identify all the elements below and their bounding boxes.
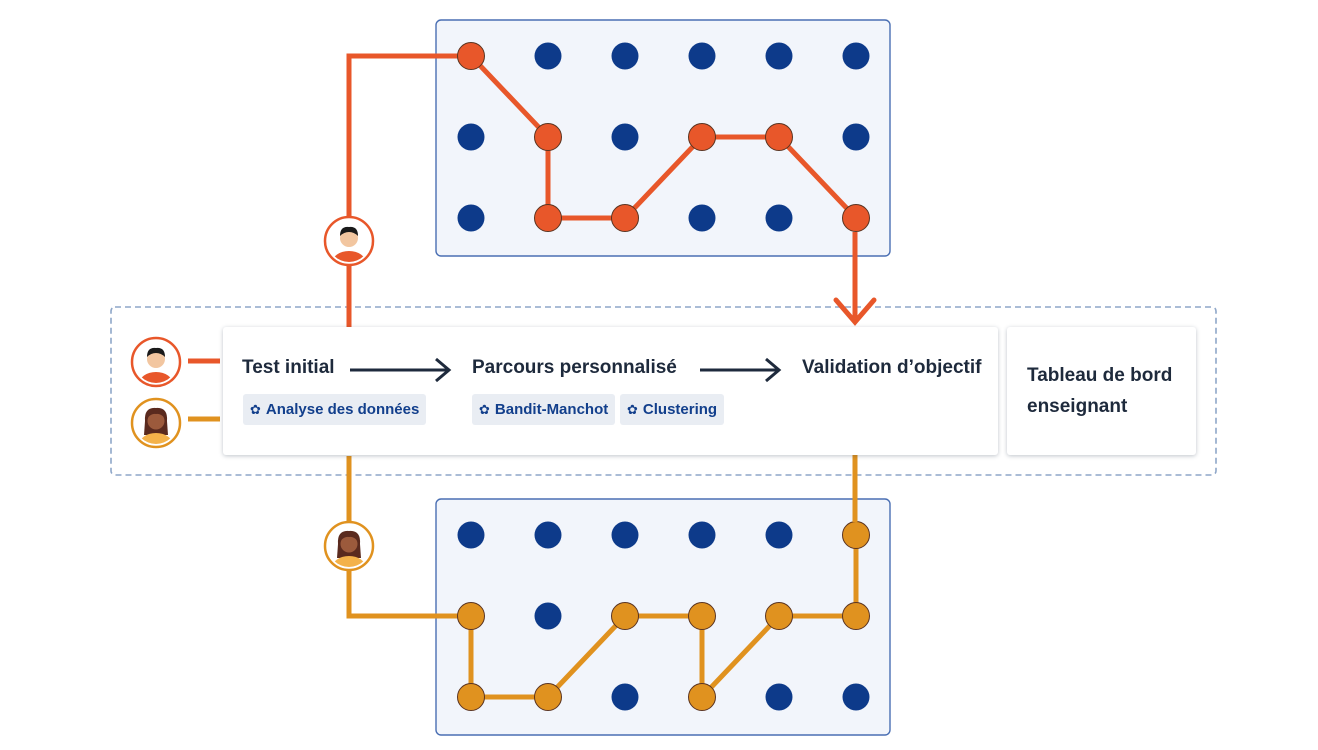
- tag-label: Bandit-Manchot: [494, 401, 609, 418]
- dashboard-title-line-1: Tableau de bord: [1027, 365, 1173, 386]
- student-b-route: [188, 416, 471, 619]
- bottom-grid-dots: [457, 521, 870, 711]
- platform-frame: [110, 306, 1217, 476]
- bottom-grid-dot-r0-c1: [534, 521, 562, 549]
- dashboard-card: [1007, 327, 1196, 455]
- step-test-initial: Test initial: [242, 357, 335, 378]
- student-b-route-avatar: [323, 520, 375, 572]
- top-grid-dot-r0-c1: [534, 42, 562, 70]
- bottom-grid-dot-r2-c5: [842, 683, 870, 711]
- step-validation-objectif: Validation d’objectif: [802, 357, 982, 378]
- top-grid-dot-r1-c0: [457, 123, 485, 151]
- top-grid-dot-r0-c0-visited: [457, 42, 485, 70]
- bottom-grid-dot-r1-c4-visited: [765, 602, 793, 630]
- top-grid-dot-r2-c0: [457, 204, 485, 232]
- bottom-grid-dot-r1-c2-visited: [611, 602, 639, 630]
- top-grid-dot-r2-c4: [765, 204, 793, 232]
- bottom-grid-dot-r2-c0-visited: [457, 683, 485, 711]
- bottom-grid-dot-r2-c3-visited: [688, 683, 716, 711]
- top-grid-dot-r2-c5-visited: [842, 204, 870, 232]
- step-arrow-2: [700, 357, 782, 383]
- top-grid-dot-r1-c5: [842, 123, 870, 151]
- top-exercise-grid-panel: [435, 19, 891, 257]
- student-a-route-avatar: [323, 215, 375, 267]
- bottom-grid-dot-r2-c4: [765, 683, 793, 711]
- top-grid-dot-r0-c4: [765, 42, 793, 70]
- bottom-grid-dot-r1-c3-visited: [688, 602, 716, 630]
- arrow-top-to-validation: [833, 232, 877, 326]
- dashboard-title: Tableau de bord enseignant: [1027, 360, 1172, 422]
- bottom-grid-dot-r0-c2: [611, 521, 639, 549]
- top-grid-dot-r1-c1-visited: [534, 123, 562, 151]
- step-parcours-personnalise: Parcours personnalisé: [472, 357, 677, 378]
- process-card: [223, 327, 998, 455]
- top-grid-dots: [457, 42, 870, 232]
- top-grid-dot-r1-c4-visited: [765, 123, 793, 151]
- tag-analyse-donnees: ✿ Analyse des données: [243, 394, 427, 425]
- student-a-avatar: boy-avatar-icon: [130, 336, 182, 388]
- student-b-avatar: [130, 397, 182, 449]
- step-arrow-1: [350, 357, 452, 383]
- tag-label: Analyse des données: [265, 401, 420, 418]
- bottom-grid-dot-r1-c0-visited: [457, 602, 485, 630]
- top-grid-dot-r1-c3-visited: [688, 123, 716, 151]
- gear-icon: ✿: [627, 402, 638, 417]
- gear-icon: ✿: [250, 402, 261, 417]
- top-grid-dot-r1-c2: [611, 123, 639, 151]
- bottom-grid-dot-r0-c0: [457, 521, 485, 549]
- tag-bandit-manchot: ✿ Bandit-Manchot: [472, 394, 616, 425]
- tag-label: Clustering: [642, 401, 718, 418]
- top-grid-dot-r2-c3: [688, 204, 716, 232]
- gear-icon: ✿: [479, 402, 490, 417]
- bottom-grid-dot-r1-c1: [534, 602, 562, 630]
- top-grid-dot-r0-c5: [842, 42, 870, 70]
- top-grid-dot-r0-c2: [611, 42, 639, 70]
- top-grid-dot-r2-c2-visited: [611, 204, 639, 232]
- tag-clustering: ✿ Clustering: [620, 394, 725, 425]
- top-grid-dot-r2-c1-visited: [534, 204, 562, 232]
- dashboard-title-line-2: enseignant: [1027, 396, 1128, 417]
- top-grid-dot-r0-c3: [688, 42, 716, 70]
- bottom-grid-dot-r2-c2: [611, 683, 639, 711]
- bottom-grid-dot-r1-c5-visited: [842, 602, 870, 630]
- student-a-route: [188, 53, 471, 364]
- bottom-grid-dot-r0-c3: [688, 521, 716, 549]
- bottom-grid-dot-r2-c1-visited: [534, 683, 562, 711]
- bottom-grid-dot-r0-c4: [765, 521, 793, 549]
- bottom-grid-dot-r0-c5-visited: [842, 521, 870, 549]
